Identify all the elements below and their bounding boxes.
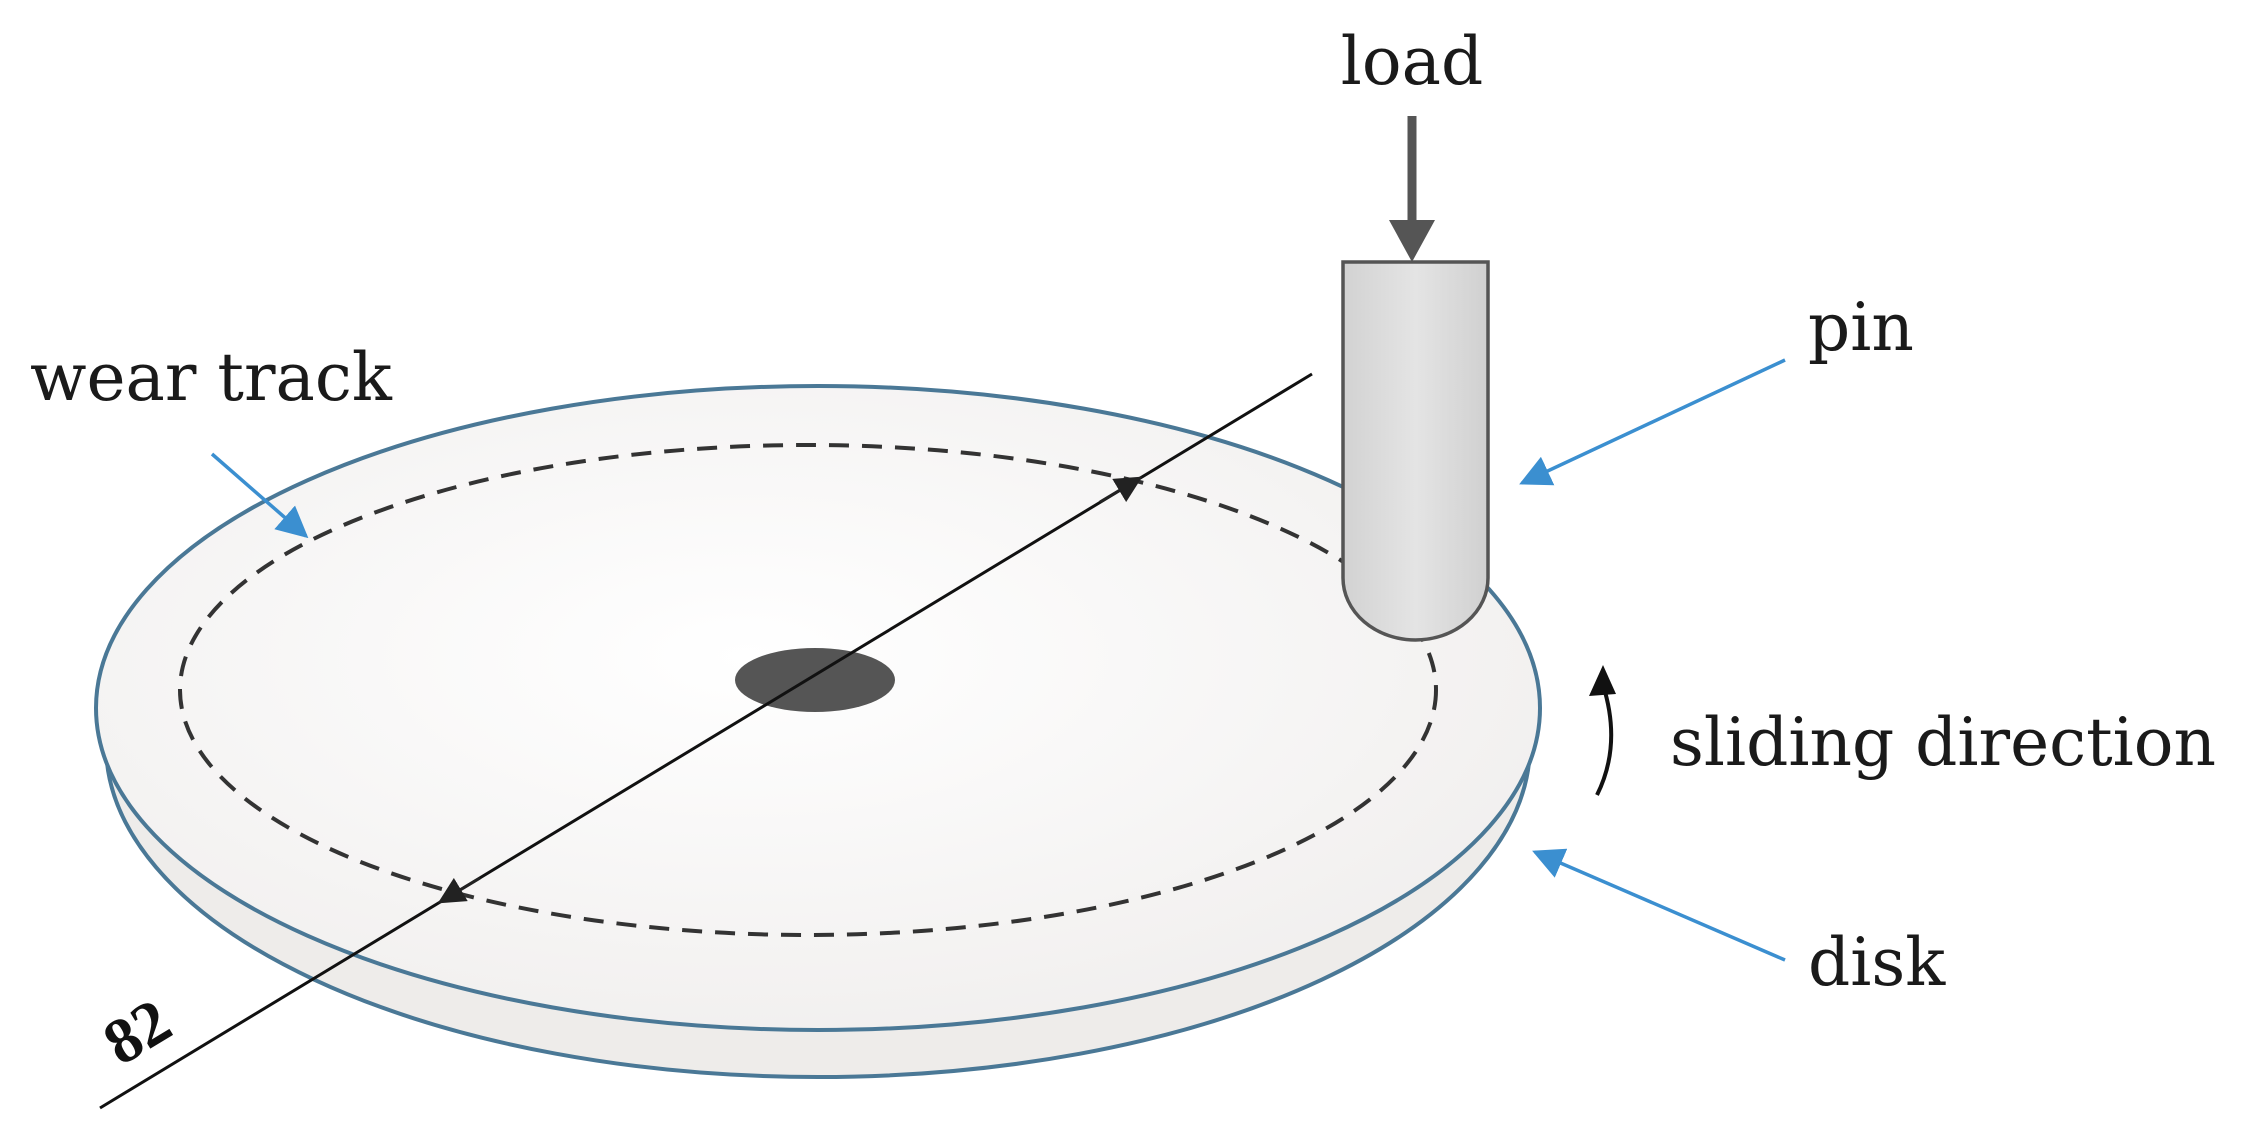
pin-body [1341,260,1490,642]
pin-pointer-arrow [1519,358,1786,486]
load-arrow-head [1389,220,1435,262]
diameter-arrow-upper [1099,476,1143,504]
sliding-direction-label: sliding direction [1670,704,2216,781]
wear-track-label: wear track [30,339,393,416]
pin-label: pin [1808,289,1914,366]
load-label: load [1341,23,1483,100]
wear-track-path [178,443,1438,937]
disk-hub [735,648,895,712]
sliding-direction-arrow [1595,684,1614,796]
sliding-direction-arrowhead [1589,665,1616,696]
wear-track-pointer-arrow [210,452,309,539]
diameter-label: 82 [91,985,182,1079]
diameter-arrow-lower [437,876,481,904]
disk-label: disk [1808,924,1946,1001]
disk-pointer-arrow [1532,848,1786,962]
